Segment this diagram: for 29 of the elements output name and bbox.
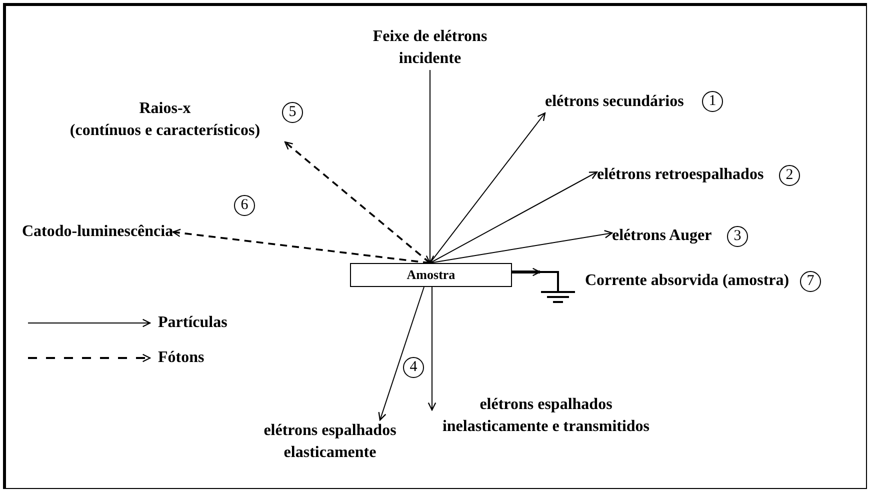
- callout-number: 5: [282, 102, 303, 123]
- label-text: Feixe de elétrons incidente: [355, 26, 505, 70]
- callout-number: 7: [800, 271, 821, 292]
- callout-number: 3: [727, 226, 748, 247]
- arrow: [430, 230, 613, 264]
- legend-text: Fótons: [158, 348, 204, 368]
- label-text: elétrons espalhados elasticamente: [240, 420, 420, 464]
- arrow: [426, 70, 434, 264]
- legend-text: Partículas: [158, 313, 228, 333]
- callout-number: 1: [702, 91, 723, 112]
- heading-text: Raios-x: [138, 99, 192, 119]
- arrow: [284, 141, 431, 264]
- label-text: elétrons secundários: [545, 91, 684, 113]
- label-text: elétrons retroespalhados: [597, 164, 764, 186]
- label-text: elétrons Auger: [612, 225, 712, 247]
- arrow: [430, 171, 598, 264]
- sample-box: Amostra: [350, 263, 512, 287]
- callout-number: 2: [779, 165, 800, 186]
- arrow: [430, 112, 546, 264]
- arrow: [172, 228, 430, 264]
- label-text: elétrons espalhados inelasticamente e transmitidos: [432, 394, 660, 438]
- arrow: [378, 286, 424, 421]
- label-text: Catodo-luminescência: [22, 221, 174, 243]
- arrow: [512, 268, 541, 276]
- label-text: Corrente absorvida (amostra): [585, 270, 790, 292]
- subheading-text: (contínuos e característicos): [68, 121, 262, 141]
- arrow: [428, 286, 436, 411]
- callout-number: 6: [234, 195, 255, 216]
- callout-number: 4: [403, 357, 424, 378]
